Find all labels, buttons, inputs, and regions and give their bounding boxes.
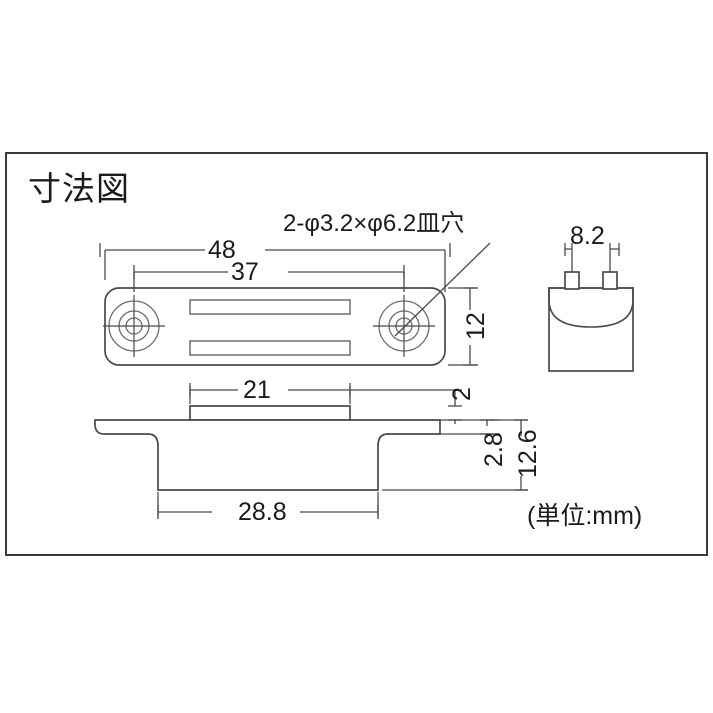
callout-leader (394, 242, 491, 337)
countersunk-hole-left (103, 295, 165, 357)
profile-view (94, 405, 441, 491)
dimension-label-37: 37 (231, 258, 259, 286)
dimension-label-48: 48 (208, 236, 236, 264)
dimension-label-12-6: 12.6 (514, 429, 542, 478)
countersink-callout: 2-φ3.2×φ6.2皿穴 (283, 210, 465, 237)
dimension-label-2: 2 (448, 387, 476, 401)
dimension-2 (350, 389, 462, 424)
dimension-48 (99, 243, 451, 292)
dimension-label-8-2: 8.2 (570, 222, 605, 250)
dimension-label-28-8: 28.8 (238, 498, 287, 526)
top-view-slot-upper (189, 299, 351, 315)
dimension-label-2-8: 2.8 (480, 432, 508, 467)
top-view-slot-lower (189, 340, 351, 356)
dimension-label-21: 21 (243, 376, 271, 404)
dimension-label-12: 12 (462, 312, 490, 340)
dimension-12 (448, 287, 478, 366)
dimension-12.6 (382, 419, 528, 491)
unit-note: (単位:mm) (527, 502, 643, 530)
dimension-21 (189, 383, 351, 404)
end-view (548, 243, 634, 372)
countersunk-hole-right (373, 295, 435, 357)
page-title: 寸法図 (28, 170, 130, 207)
dimension-28.8 (157, 492, 379, 519)
dimension-37 (133, 265, 405, 292)
